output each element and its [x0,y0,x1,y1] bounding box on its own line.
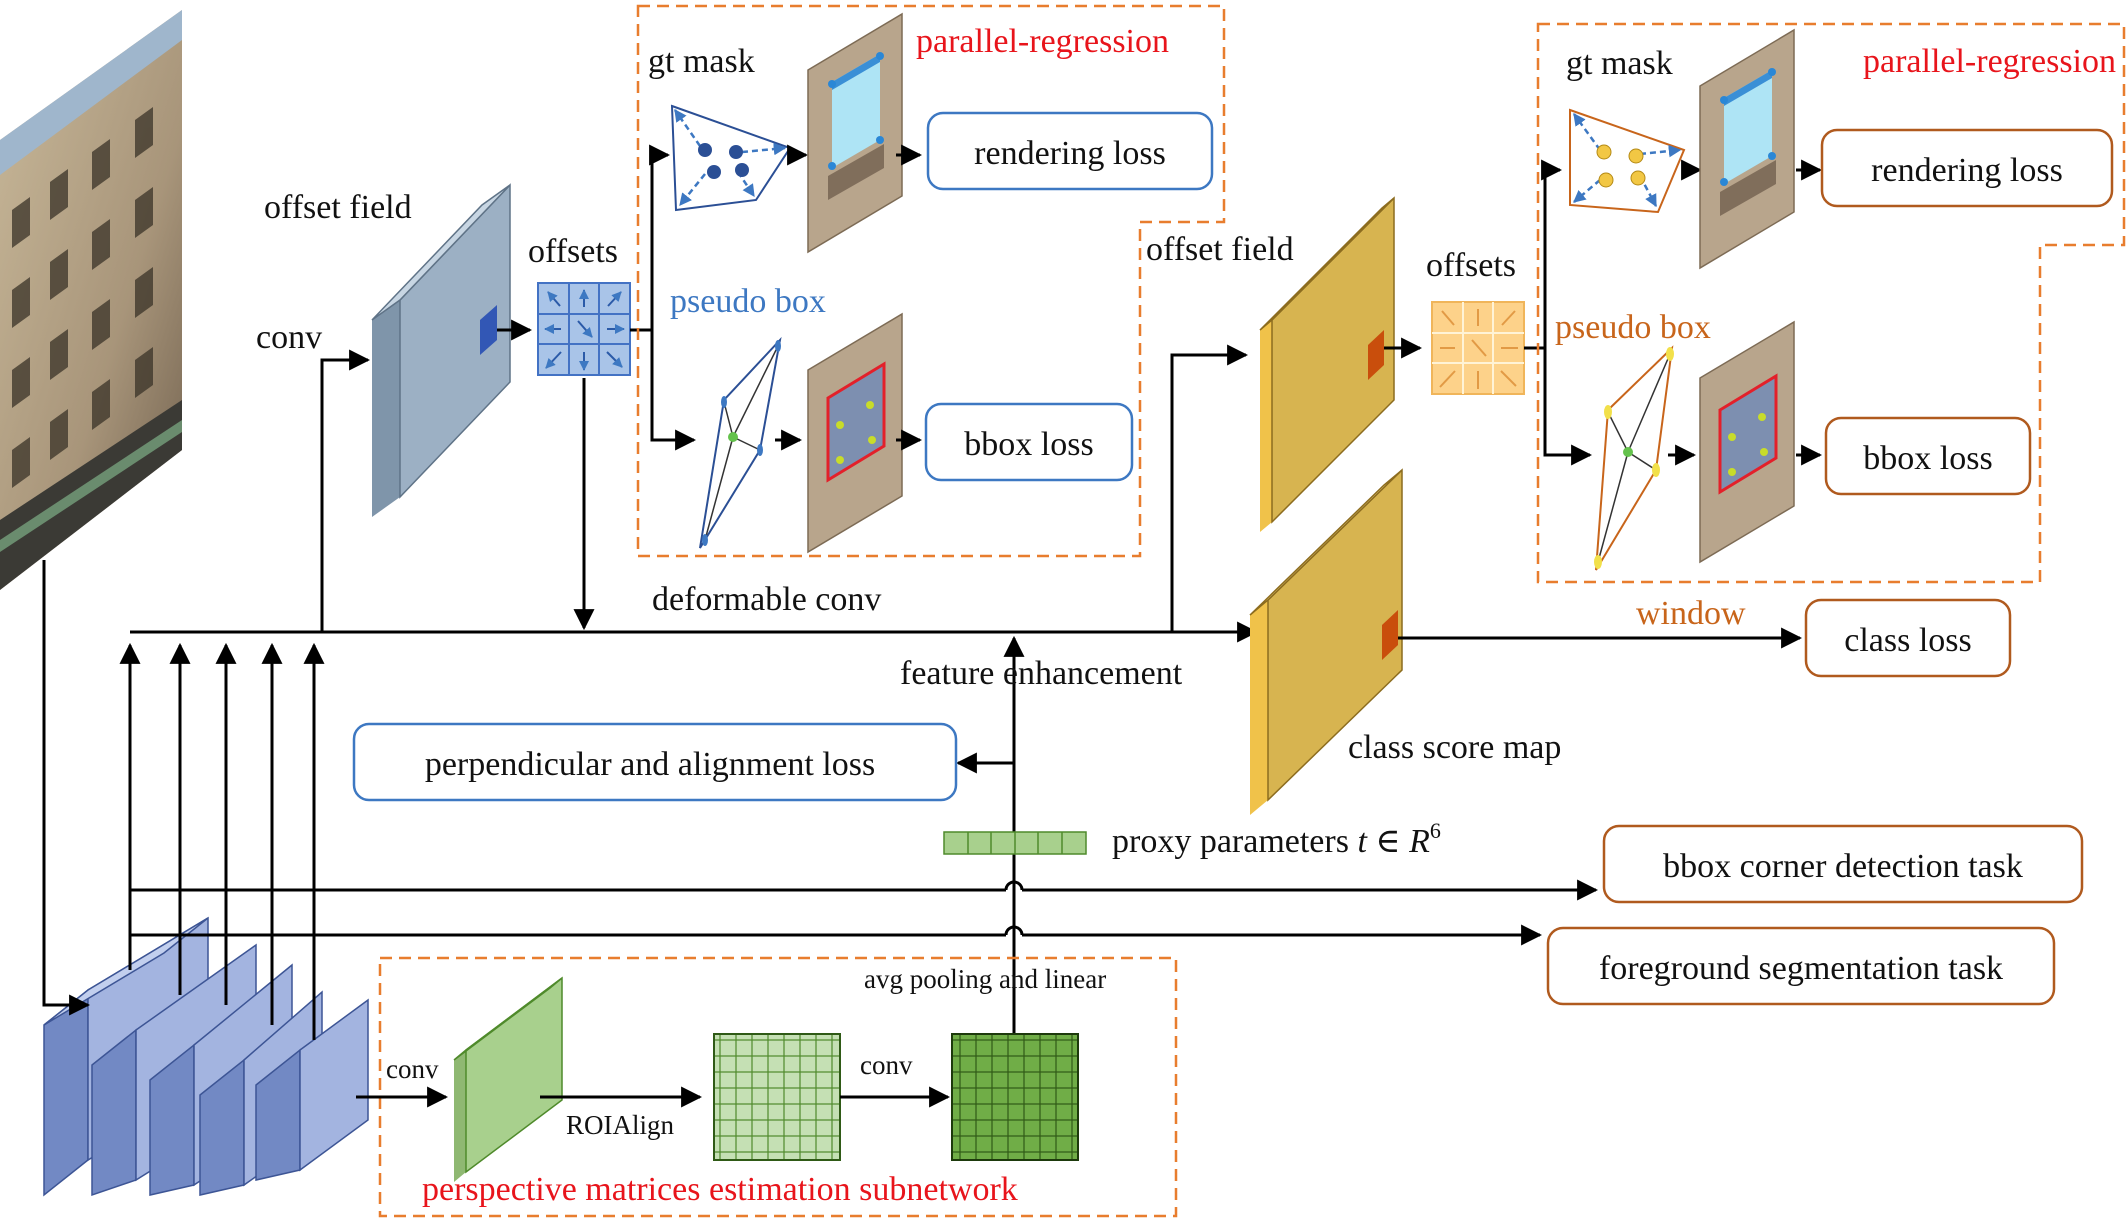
proxy-parameters-vector [943,831,1087,855]
branch1-pseudo-box-label: pseudo box [670,283,826,320]
foreground-task-label: foreground segmentation task [1599,950,2003,987]
branch2-gt-mask-label: gt mask [1566,45,1673,82]
branch1-gt-mask-label: gt mask [648,43,755,80]
subnetwork-grid-dark [951,1033,1079,1161]
offsets-label-2: offsets [1426,247,1516,284]
proxy-parameters-math: t ∈ R [1357,823,1430,860]
branch2-gt-mask-shape [1569,108,1686,214]
class-loss-box [1804,598,2012,678]
branch2-pseudo-box-label: pseudo box [1555,309,1711,346]
branch1-gt-mask-shape [670,104,792,212]
deformable-conv-label: deformable conv [652,581,881,618]
roialign-label: ROIAlign [566,1110,675,1140]
branch2-parallel-regression: parallel-regression [1863,43,2116,80]
branch1-bbox-loss-label: bbox loss [964,426,1093,463]
branch1-window-thumb-gt [807,12,903,254]
avg-pooling-label: avg pooling and linear [864,964,1106,994]
feature-enhancement-label: feature enhancement [900,655,1183,692]
branch2-dashed-region [1536,22,2126,584]
branch1-rendering-loss-label: rendering loss [974,135,1166,172]
branch1-bbox-loss-box [924,402,1134,482]
subnetwork-green-feature [453,976,563,1182]
branch1-parallel-regression: parallel-regression [916,23,1169,60]
perpendicular-loss-label: perpendicular and alignment loss [425,746,875,783]
foreground-task-box [1546,926,2056,1006]
branch2-bbox-loss-box [1824,416,2032,496]
branch1-rendering-loss-box [926,111,1214,191]
offset-field-blue [371,183,511,517]
offsets-label-1: offsets [528,233,618,270]
class-score-map-label: class score map [1348,729,1561,766]
branch1-window-thumb-bbox [807,312,903,554]
subnetwork-conv1-label: conv [386,1054,439,1084]
branch1-dashed-region [636,4,1226,558]
conv-label-1: conv [256,319,322,356]
branch2-rendering-loss-label: rendering loss [1871,152,2063,189]
branch2-pseudo-box-shape [1594,345,1674,571]
subnetwork-title: perspective matrices estimation subnetwo… [422,1171,1018,1208]
input-building-image [0,10,182,590]
branch2-window-thumb-bbox [1699,320,1795,564]
class-score-map [1249,468,1403,815]
window-label: window [1636,595,1746,632]
perpendicular-loss-box [352,722,958,802]
proxy-parameters-label: proxy parameters t ∈ R6 [1112,818,1441,860]
subnetwork-conv2-label: conv [860,1050,913,1080]
offset-field-yellow [1259,196,1395,532]
branch2-bbox-loss-label: bbox loss [1863,440,1992,477]
subnetwork-dashed-region [378,956,1178,1218]
class-loss-label: class loss [1844,622,1972,659]
backbone-feature-stack [43,916,369,1197]
branch2-window-thumb-gt [1699,28,1795,270]
offset-field-cell [480,305,497,355]
offsets-grid-blue [537,282,631,376]
class-score-cell [1382,610,1398,660]
bbox-corner-task-box [1602,824,2084,904]
offset-field-label-2: offset field [1146,231,1294,268]
offset-field-yellow-cell [1368,330,1384,380]
branch1-pseudo-box-shape [699,336,782,549]
proxy-parameters-text: proxy parameters [1112,823,1349,860]
proxy-parameters-exp: 6 [1430,818,1441,843]
subnetwork-grid-light [713,1033,841,1161]
backbone-layer-5 [255,998,369,1181]
branch2-rendering-loss-box [1820,128,2114,208]
offset-field-label-1: offset field [264,189,412,226]
offsets-grid-yellow [1431,301,1525,395]
bbox-corner-task-label: bbox corner detection task [1663,848,2023,885]
